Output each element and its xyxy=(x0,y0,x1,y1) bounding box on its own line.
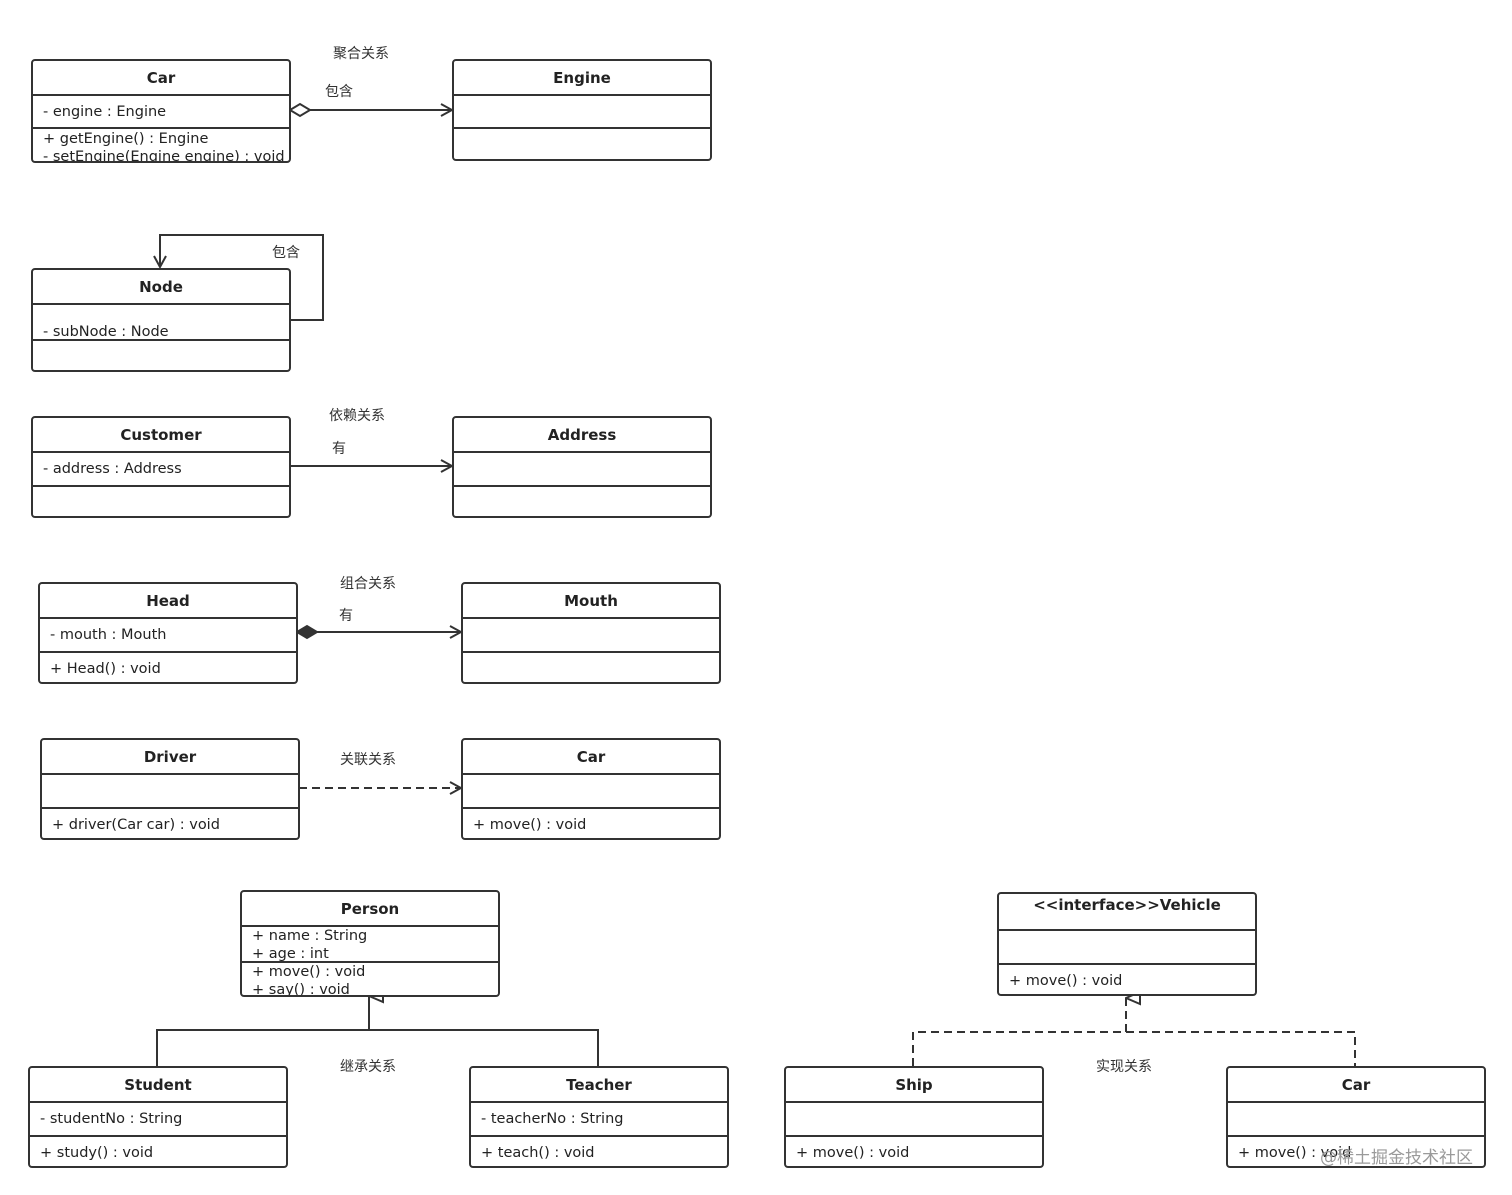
attributes-section: - studentNo : String xyxy=(30,1101,286,1135)
class-name: Driver xyxy=(143,747,197,766)
class-name: Head xyxy=(146,591,190,610)
class-teacher[interactable]: Teacher - teacherNo : String + teach() :… xyxy=(469,1066,729,1168)
attribute-row: - subNode : Node xyxy=(43,324,169,339)
methods-section: + teach() : void xyxy=(471,1135,727,1166)
class-car-association[interactable]: Car + move() : void xyxy=(461,738,721,840)
methods-section: + move() : void + say() : void xyxy=(242,961,498,995)
class-mouth[interactable]: Mouth xyxy=(461,582,721,684)
method-row: + study() : void xyxy=(40,1145,154,1161)
attribute-row: - address : Address xyxy=(43,461,182,477)
interface-vehicle[interactable]: <<interface>>Vehicle + move() : void xyxy=(997,892,1257,996)
class-name: Ship xyxy=(895,1075,933,1094)
class-person[interactable]: Person + name : String + age : int + mov… xyxy=(240,890,500,997)
attribute-row: + name : String xyxy=(252,928,368,944)
self-association-edge xyxy=(160,234,324,321)
attribute-row: - mouth : Mouth xyxy=(50,627,167,643)
aggregation-edge xyxy=(288,102,452,118)
class-name: Student xyxy=(124,1075,192,1094)
composition-title: 组合关系 xyxy=(340,576,396,592)
methods-section xyxy=(454,485,710,516)
composition-edge xyxy=(295,624,461,640)
class-name: Car xyxy=(146,68,176,87)
method-row: + say() : void xyxy=(252,982,350,995)
methods-section xyxy=(454,127,710,159)
attributes-section: - subNode : Node xyxy=(33,303,289,339)
class-name: Address xyxy=(547,425,617,444)
method-row: - setEngine(Engine engine) : void xyxy=(43,149,285,161)
attributes-section: + name : String + age : int xyxy=(242,925,498,961)
realization-title: 实现关系 xyxy=(1096,1059,1152,1075)
watermark: @稀土掘金技术社区 xyxy=(1320,1148,1473,1168)
methods-section: + study() : void xyxy=(30,1135,286,1166)
self-association-label: 包含 xyxy=(272,245,300,261)
attributes-section: - engine : Engine xyxy=(33,94,289,127)
attribute-row: - teacherNo : String xyxy=(481,1111,624,1127)
association-title: 关联关系 xyxy=(340,752,396,768)
attributes-section: - teacherNo : String xyxy=(471,1101,727,1135)
class-engine[interactable]: Engine xyxy=(452,59,712,161)
class-head[interactable]: Head - mouth : Mouth + Head() : void xyxy=(38,582,298,684)
aggregation-label: 包含 xyxy=(325,84,353,100)
dependency-title: 依赖关系 xyxy=(329,408,385,424)
class-customer[interactable]: Customer - address : Address xyxy=(31,416,291,518)
method-row: + getEngine() : Engine xyxy=(43,131,209,147)
filled-diamond-icon xyxy=(295,624,319,640)
attributes-section xyxy=(463,617,719,651)
attributes-section xyxy=(454,451,710,485)
class-name: Teacher xyxy=(566,1075,632,1094)
class-name: Customer xyxy=(120,425,202,444)
attributes-section xyxy=(42,773,298,807)
methods-section xyxy=(463,651,719,682)
attributes-section xyxy=(786,1101,1042,1135)
dependency-label: 有 xyxy=(332,441,346,457)
attributes-section: - mouth : Mouth xyxy=(40,617,296,651)
method-row: + Head() : void xyxy=(50,661,161,677)
class-car-realization[interactable]: Car + move() : void xyxy=(1226,1066,1486,1168)
class-name: <<interface>>Vehicle xyxy=(1033,896,1221,914)
attribute-row: + age : int xyxy=(252,946,329,961)
class-driver[interactable]: Driver + driver(Car car) : void xyxy=(40,738,300,840)
attribute-row: - studentNo : String xyxy=(40,1111,183,1127)
methods-section xyxy=(33,339,289,370)
method-row: + move() : void xyxy=(252,964,366,980)
class-name: Car xyxy=(576,747,606,766)
methods-section: + driver(Car car) : void xyxy=(42,807,298,838)
methods-section: + move() : void xyxy=(999,963,1255,994)
class-name: Mouth xyxy=(564,591,618,610)
methods-section: + getEngine() : Engine - setEngine(Engin… xyxy=(33,127,289,161)
class-name: Node xyxy=(139,277,183,296)
attributes-section xyxy=(1228,1101,1484,1135)
class-name: Person xyxy=(340,899,400,918)
attribute-row: - engine : Engine xyxy=(43,104,167,120)
aggregation-title: 聚合关系 xyxy=(333,46,389,62)
composition-label: 有 xyxy=(339,608,353,624)
inheritance-edge xyxy=(156,996,599,1066)
inheritance-title: 继承关系 xyxy=(340,1059,396,1075)
class-address[interactable]: Address xyxy=(452,416,712,518)
class-ship[interactable]: Ship + move() : void xyxy=(784,1066,1044,1168)
methods-section xyxy=(33,485,289,516)
method-row: + teach() : void xyxy=(481,1145,595,1161)
attributes-section xyxy=(463,773,719,807)
attributes-section xyxy=(454,94,710,127)
attributes-section: - address : Address xyxy=(33,451,289,485)
method-row: + move() : void xyxy=(1009,973,1123,989)
methods-section: + Head() : void xyxy=(40,651,296,682)
class-node[interactable]: Node - subNode : Node xyxy=(31,268,291,372)
class-car-aggregate[interactable]: Car - engine : Engine + getEngine() : En… xyxy=(31,59,291,163)
attributes-section xyxy=(999,929,1255,963)
methods-section: + move() : void xyxy=(786,1135,1042,1166)
method-row: + move() : void xyxy=(796,1145,910,1161)
method-row: + move() : void xyxy=(1238,1145,1352,1161)
methods-section: + move() : void xyxy=(1228,1135,1484,1166)
method-row: + driver(Car car) : void xyxy=(52,817,220,833)
class-name: Engine xyxy=(553,68,611,87)
class-name: Car xyxy=(1341,1075,1371,1094)
hollow-diamond-icon xyxy=(288,102,312,118)
class-student[interactable]: Student - studentNo : String + study() :… xyxy=(28,1066,288,1168)
method-row: + move() : void xyxy=(473,817,587,833)
methods-section: + move() : void xyxy=(463,807,719,838)
realization-edge xyxy=(912,998,1356,1066)
